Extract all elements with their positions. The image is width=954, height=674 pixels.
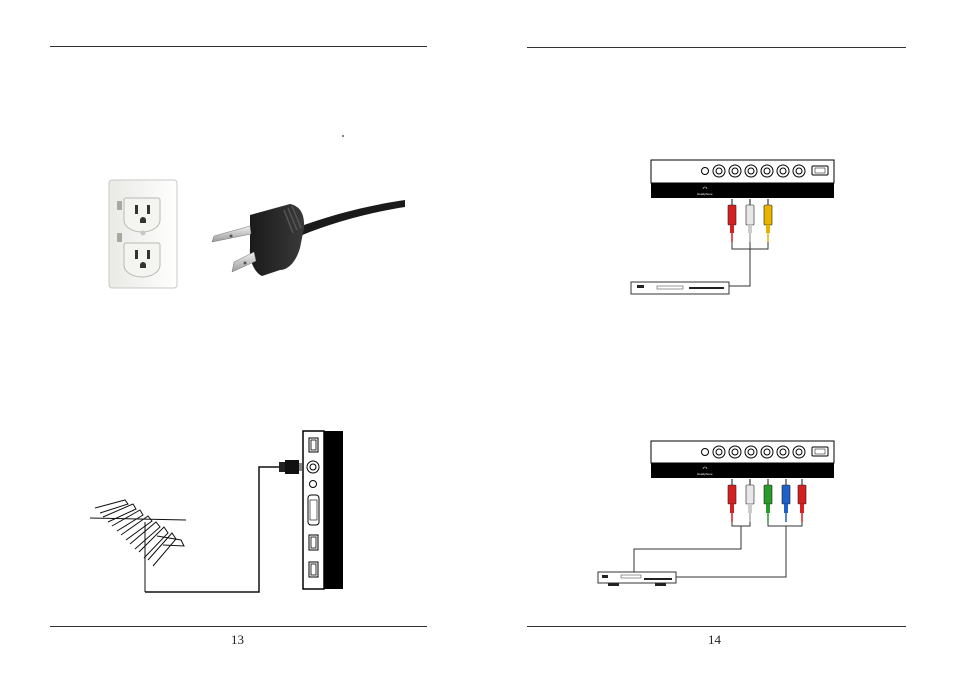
av-panel-icon: Headphone bbox=[650, 159, 835, 198]
component-panel-icon: Headphone bbox=[650, 440, 835, 478]
rca-video-red bbox=[797, 479, 807, 522]
dvd-player-icon-2 bbox=[597, 571, 677, 586]
rca-audio-red bbox=[727, 479, 737, 522]
rca-cable-white bbox=[745, 199, 755, 242]
power-plug-icon bbox=[211, 200, 405, 276]
antenna-icon bbox=[89, 499, 187, 592]
audio-cable bbox=[633, 522, 751, 574]
rca-video-blue bbox=[781, 479, 791, 522]
rca-audio-white bbox=[745, 479, 755, 522]
antenna-cable bbox=[145, 466, 279, 593]
coax-connector-icon bbox=[279, 460, 302, 474]
right-bottom-rule bbox=[527, 626, 906, 627]
left-bottom-rule bbox=[50, 626, 427, 627]
headphone-label-2: Headphone bbox=[697, 472, 713, 476]
dvd-player-icon bbox=[630, 281, 730, 295]
component-cable bbox=[676, 522, 803, 578]
tv-side-panel-icon bbox=[302, 430, 343, 590]
rca-video-green bbox=[763, 479, 773, 522]
left-top-rule bbox=[50, 46, 427, 47]
right-top-rule bbox=[527, 47, 906, 48]
wall-outlet-icon bbox=[108, 179, 178, 289]
av-cable bbox=[729, 242, 769, 287]
right-page-number: 14 bbox=[708, 632, 721, 647]
left-page-number: 13 bbox=[231, 632, 244, 647]
headphone-label: Headphone bbox=[697, 192, 713, 196]
rca-cable-yellow bbox=[763, 199, 773, 242]
rca-cable-red bbox=[727, 199, 737, 242]
